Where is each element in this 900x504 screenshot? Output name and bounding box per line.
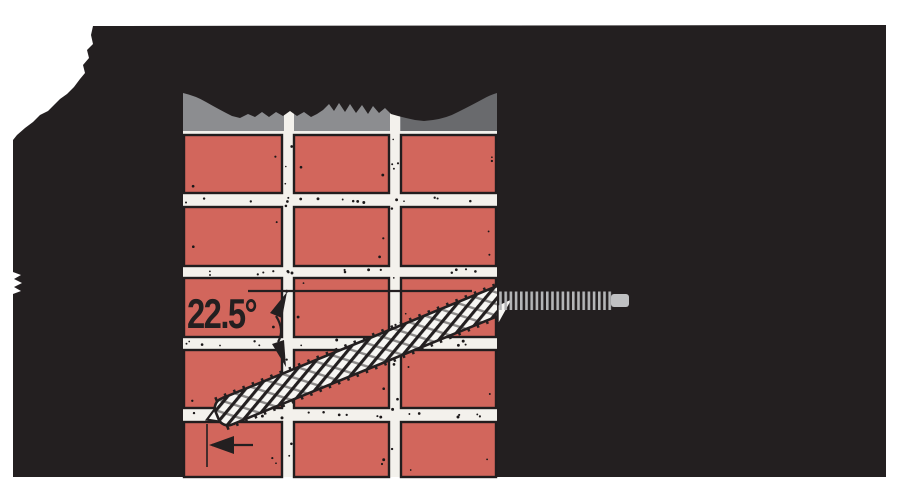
angle-arrow-up <box>270 292 287 318</box>
angle-label: 22.5° <box>187 290 258 337</box>
redaction-wavy-edge <box>183 86 497 121</box>
brick <box>292 133 391 195</box>
brick <box>182 133 284 195</box>
band-joint-left <box>284 104 294 131</box>
brick <box>399 348 498 410</box>
brick-wall <box>182 86 498 479</box>
rod-tip <box>611 294 629 307</box>
embedment-arrow <box>209 436 234 454</box>
brick <box>292 205 391 268</box>
threaded-rod <box>499 291 629 310</box>
rod-threads <box>499 291 613 310</box>
brick <box>399 420 498 479</box>
brick <box>399 205 498 268</box>
brick <box>292 420 391 479</box>
angle-arc <box>275 315 283 343</box>
brick <box>399 133 498 195</box>
brick <box>182 205 284 268</box>
brick <box>292 276 391 339</box>
angle-annotation <box>248 289 472 367</box>
band-joint-right <box>390 104 400 131</box>
angle-arrow-down <box>272 340 286 367</box>
helical-tie <box>204 279 497 431</box>
embedment-marker <box>206 424 253 467</box>
